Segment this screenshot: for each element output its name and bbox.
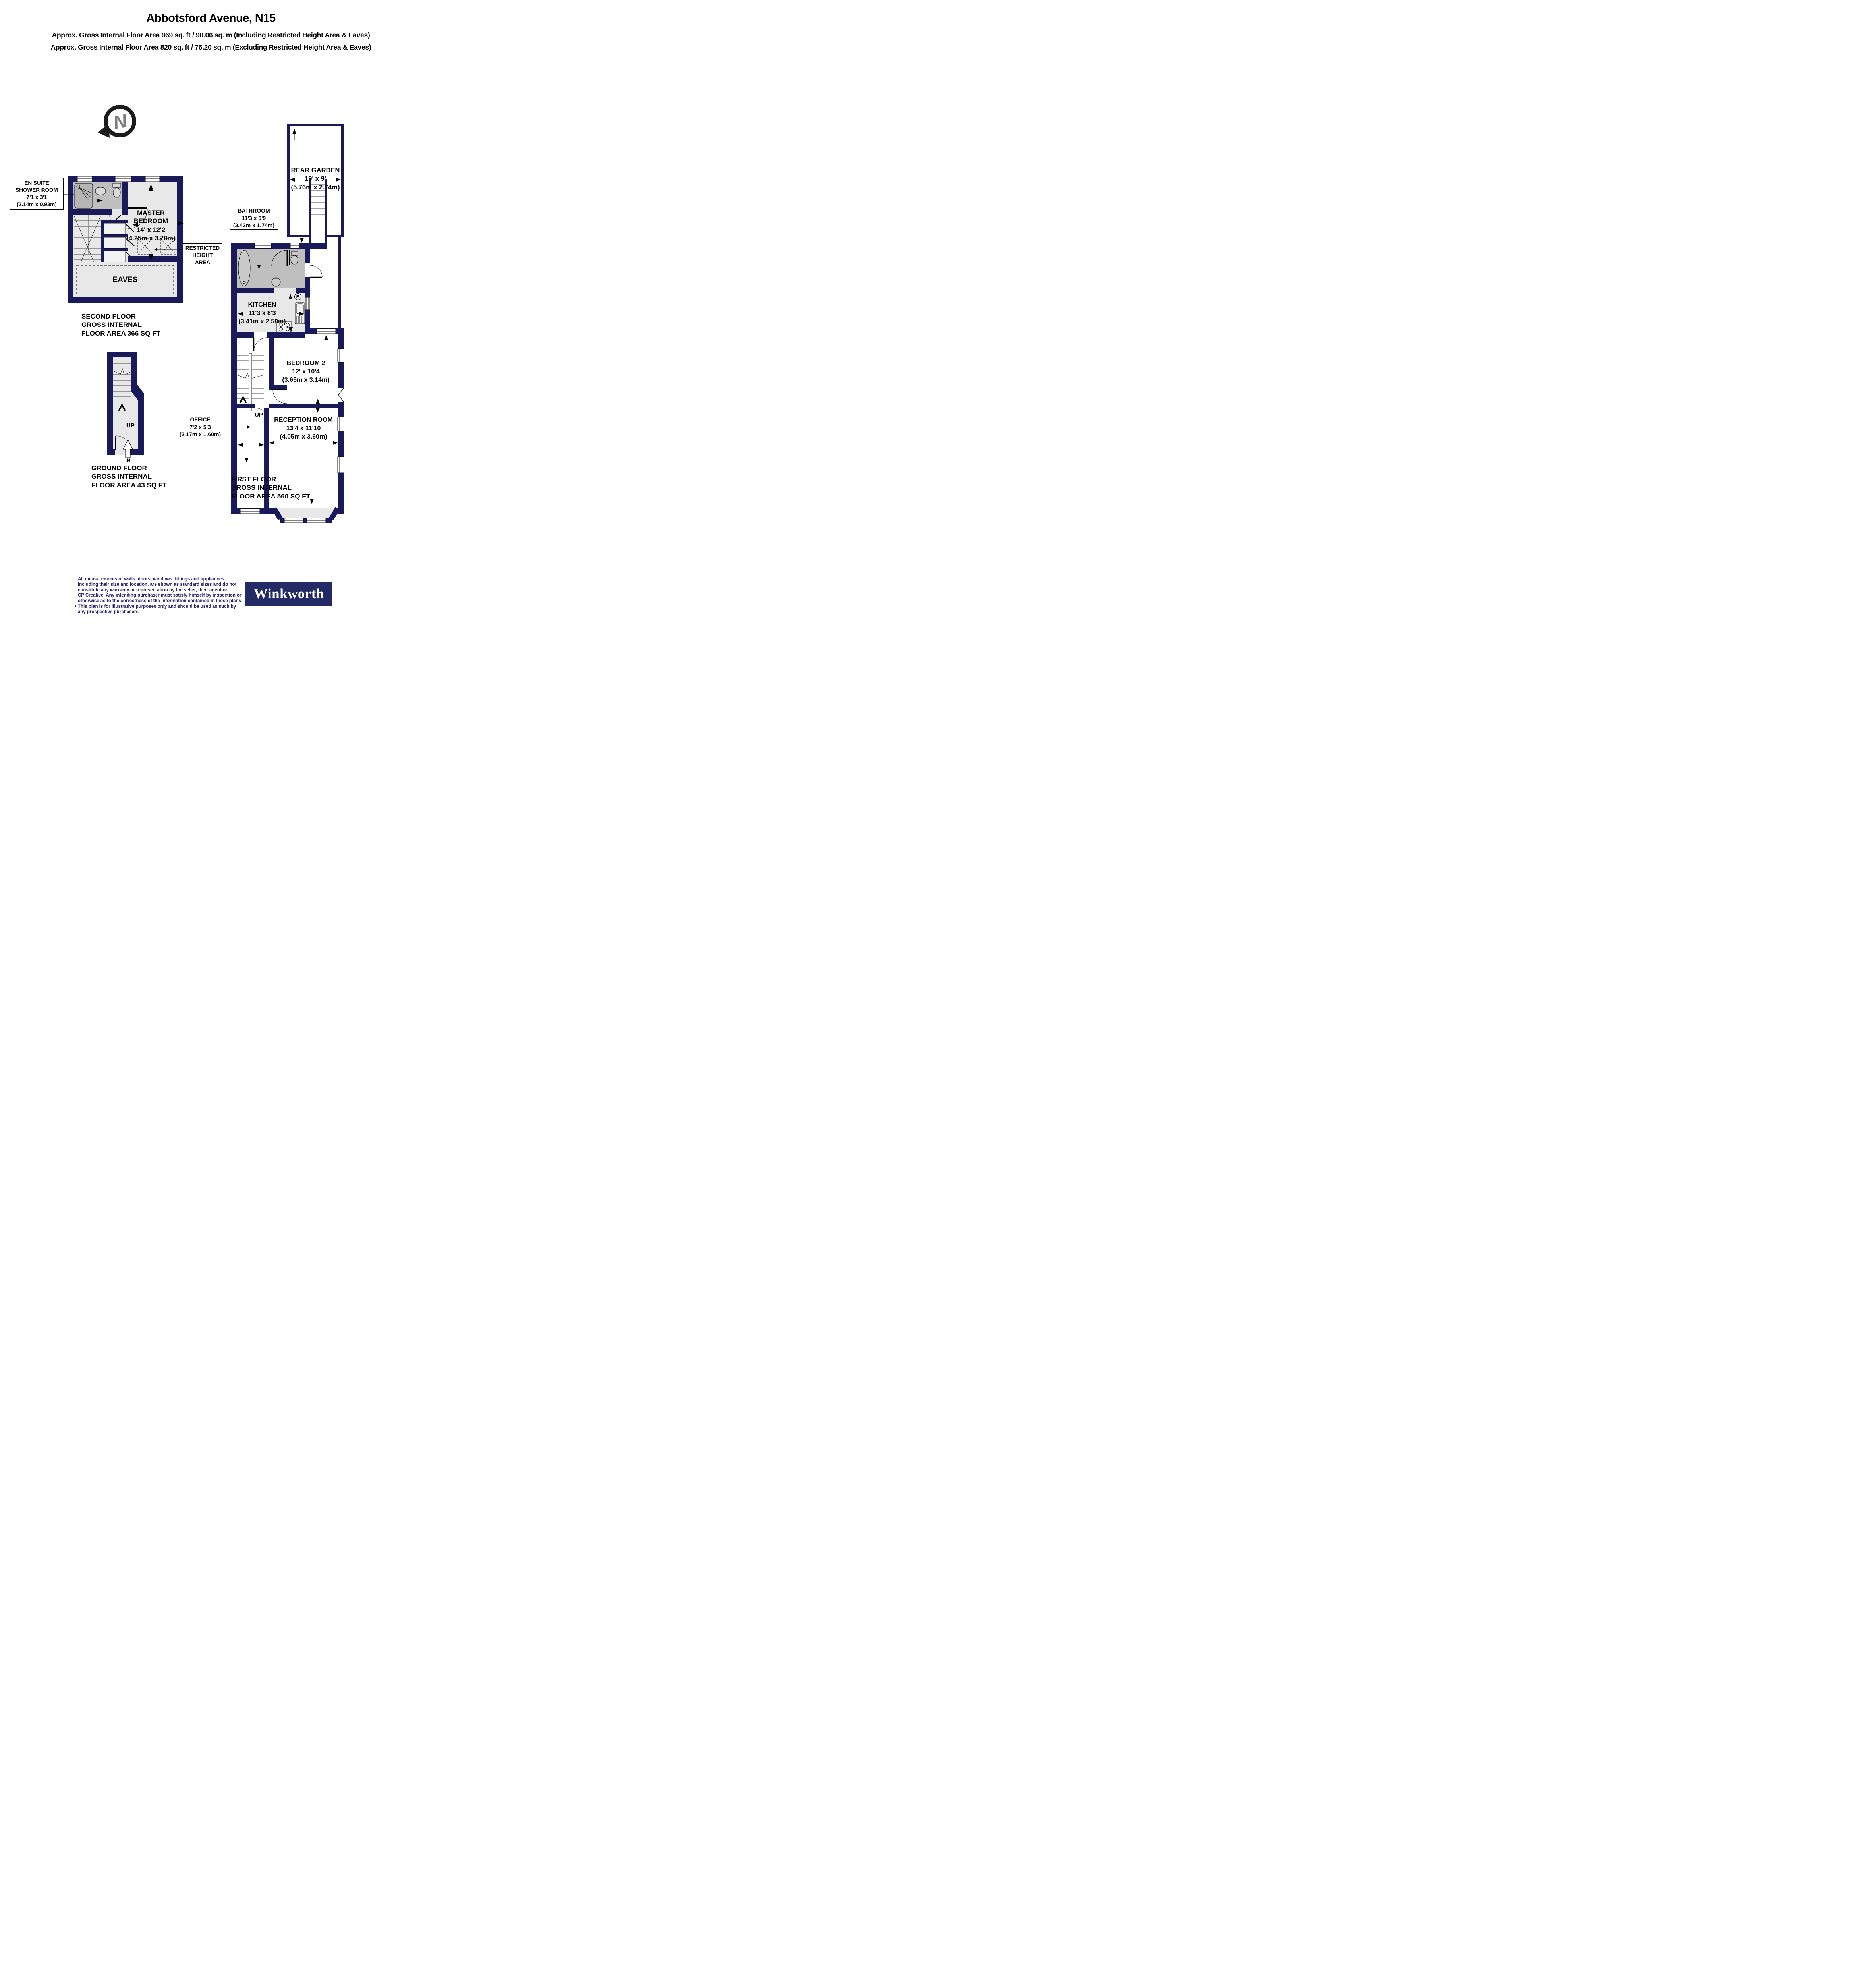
ground-floor-plan [107, 352, 144, 458]
sink-icon [95, 187, 106, 195]
site-boundary-wall [338, 236, 341, 328]
ground-floor-up-label: UP [126, 422, 135, 429]
kitchen-label: KITCHEN 11'3 x 8'3 (3.41m x 2.50m) [238, 301, 286, 325]
reception-label: RECEPTION ROOM 13'4 x 11'10 (4.05m x 3.6… [274, 417, 333, 440]
first-floor-top-windows [254, 243, 299, 249]
bedroom2-door-swing [272, 389, 287, 404]
open-plan-arrows [316, 399, 320, 413]
skylights [137, 238, 176, 255]
garden-steps [309, 179, 327, 243]
bathroom-sink-icon [271, 277, 281, 287]
office-arrows [238, 443, 264, 462]
first-floor-caption: FIRST FLOOR GROSS INTERNAL FLOOR AREA 56… [231, 475, 310, 500]
en-suite-line4: (2.14m x 0.93m) [17, 201, 57, 207]
en-suite-label-box: EN SUITE SHOWER ROOM 7'1 x 3'1 (2.14m x … [10, 178, 64, 210]
ground-floor-caption: GROUND FLOOR GROSS INTERNAL FLOOR AREA 4… [91, 464, 167, 489]
floorplan-page: N [0, 0, 422, 633]
bedroom2-top-window [316, 328, 336, 334]
arrow-down-icon-kitchen [289, 327, 293, 332]
restricted-callout-line [154, 248, 183, 251]
en-suite-line3: 7'1 x 3'1 [26, 194, 47, 200]
floorplan-graphics: N [64, 105, 344, 523]
first-floor-plan [222, 124, 344, 523]
up-arrow-icon [118, 403, 126, 422]
bathroom-door-swing [271, 250, 288, 266]
disclaimer-text: All measurements of walls, doors, window… [78, 577, 243, 614]
second-floor-windows [77, 176, 160, 182]
bay-window [272, 507, 340, 523]
restricted-height-label-box: RESTRICTED HEIGHT AREA [183, 243, 222, 267]
bathtub-icon [238, 250, 251, 286]
kitchen-floor [237, 293, 305, 332]
winkworth-logo-text: Winkworth [254, 586, 324, 601]
boiler-icon [294, 293, 301, 300]
garden-arrows [290, 129, 341, 182]
toilet-icon-first-floor [290, 251, 298, 265]
subtitle-excluding: Approx. Gross Internal Floor Area 820 sq… [50, 43, 371, 51]
winkworth-logo: Winkworth [245, 582, 332, 606]
ground-floor-interior [113, 357, 138, 449]
page-title: Abbotsford Avenue, N15 [146, 12, 276, 25]
office-label-box: OFFICE 7'2 x 5'3 (2.17m x 1.60m) [178, 414, 222, 440]
arrow-up-icon-bedroom2 [324, 335, 328, 340]
kitchen-door-swing [253, 337, 268, 352]
en-suite-line1: EN SUITE [24, 180, 49, 186]
direction-arrows [133, 184, 184, 261]
reception-arrows [270, 441, 338, 504]
right-wall-windows [337, 348, 344, 473]
toilet-icon [112, 183, 121, 198]
second-floor-caption: SECOND FLOOR GROSS INTERNAL FLOOR AREA 3… [81, 313, 160, 337]
en-suite-line2: SHOWER ROOM [15, 187, 58, 193]
compass-north-icon: N [98, 105, 136, 138]
kitchen-window [305, 297, 310, 310]
subtitle-including: Approx. Gross Internal Floor Area 969 sq… [52, 31, 370, 39]
kitchen-dim-arrows [238, 312, 304, 316]
in-arrow-icon [123, 439, 133, 458]
rear-garden-label: REAR GARDEN 19' x 9' (5.76m x 2.74m) [291, 167, 340, 191]
arrow-up-icon [289, 294, 292, 299]
master-bedroom-label: MASTER BEDROOM 14' x 12'2 (4.25m x 3.70m… [126, 209, 176, 242]
bathroom-callout-line [257, 230, 261, 269]
eaves-label: EAVES [112, 276, 138, 284]
ground-floor-stairs [113, 363, 131, 397]
hob-icon [276, 321, 292, 333]
angled-bay-window [338, 387, 344, 403]
bedroom-door-swing [127, 207, 148, 229]
first-floor-up-label: UP [255, 411, 263, 418]
in-label: IN [125, 458, 131, 464]
arrow-down-icon [300, 238, 304, 243]
boiler-label: B [296, 294, 300, 299]
eaves-dashed-outline [76, 265, 174, 294]
second-floor-plan [64, 176, 184, 303]
bedroom2-label: BEDROOM 2 12' x 10'4 (3.65m x 3.14m) [282, 360, 330, 383]
arrow-right-icon [97, 199, 103, 203]
office-window [240, 508, 260, 514]
office-callout-line [222, 425, 251, 429]
shower-icon [74, 183, 93, 209]
back-door-swing [305, 263, 323, 278]
bullet-square-icon [75, 605, 76, 607]
bathroom-label-box: BATHROOM 11'3 x 5'9 (3.42m x 1.74m) [230, 207, 278, 230]
